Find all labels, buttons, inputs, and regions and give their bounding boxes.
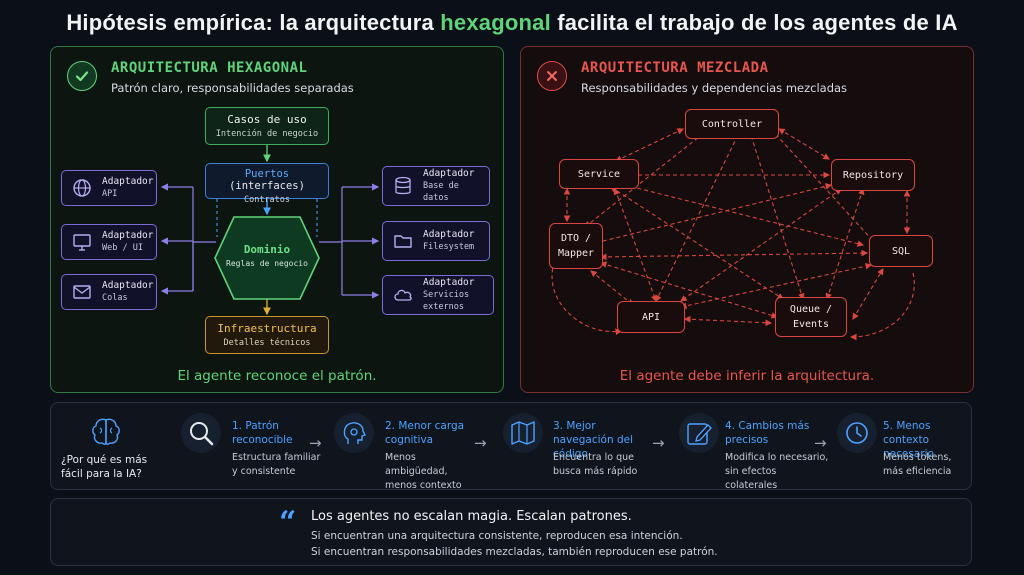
brain-icon (92, 418, 120, 445)
step-1-title: 1. Patrón reconocible (232, 420, 293, 446)
api-node: API (617, 301, 685, 333)
envelope-icon (73, 285, 91, 299)
step-4-title: 4. Cambios más precisos (725, 420, 810, 446)
step-3-desc: Encuentra lo que busca más rápido (553, 452, 638, 477)
database-icon (395, 176, 411, 195)
step-5-title: 5. Menos contexto necesario (883, 420, 934, 460)
quote-line-1: Si encuentran una arquitectura consisten… (311, 530, 683, 542)
step-2-desc: Menos ambigüedad, menos contexto (385, 452, 462, 491)
magnifier-icon (181, 413, 221, 453)
globe-icon (73, 179, 91, 197)
arrow-right-icon: → (309, 434, 322, 452)
step-5-desc: Menos tokens, más eficiencia (883, 452, 952, 477)
domain-hexagon (214, 216, 320, 300)
quote-line-2: Si encuentran responsabilidades mezclada… (311, 546, 718, 558)
mixed-dependency-arrows (551, 127, 915, 341)
use-cases-box: Casos de uso Intención de negocio (205, 107, 329, 145)
quote-headline: Los agentes no escalan magia. Escalan pa… (311, 509, 632, 524)
sql-node: SQL (869, 235, 933, 267)
why-section: ¿Por qué es más fácil para la IA? 1. Pat… (50, 402, 972, 491)
hexagonal-subtitle: Patrón claro, responsabilidades separada… (111, 81, 354, 95)
folder-icon (394, 235, 412, 248)
queue-events-node: Queue /Events (775, 297, 847, 337)
mixed-heading: ARQUITECTURA MEZCLADA (581, 60, 769, 76)
step-2-title: 2. Menor carga cognitiva (385, 420, 465, 446)
ports-box: Puertos (interfaces) Contratos (205, 163, 329, 205)
why-question: ¿Por qué es más fácil para la IA? (61, 454, 148, 480)
close-icon (537, 61, 567, 91)
quote-icon: “ (279, 505, 297, 540)
mixed-panel: ARQUITECTURA MEZCLADA Responsabilidades … (520, 46, 974, 393)
step-4-desc: Modifica lo necesario, sin efectos colat… (725, 452, 829, 491)
head-gear-icon (334, 413, 374, 453)
service-node: Service (559, 159, 639, 189)
repository-node: Repository (831, 159, 915, 191)
hexagonal-heading: ARQUITECTURA HEXAGONAL (111, 60, 308, 76)
title-highlight: hexagonal (440, 10, 551, 35)
step-1-desc: Estructura familiar y consistente (232, 452, 321, 477)
edit-icon (679, 413, 719, 453)
quote-section: “ Los agentes no escalan magia. Escalan … (50, 498, 972, 566)
page-title: Hipótesis empírica: la arquitectura hexa… (66, 10, 958, 35)
mixed-subtitle: Responsabilidades y dependencias mezclad… (581, 81, 848, 95)
check-icon (67, 61, 97, 91)
cloud-icon (394, 289, 412, 301)
monitor-icon (73, 234, 91, 251)
hexagonal-footer: El agente reconoce el patrón. (177, 368, 377, 384)
arrow-right-icon: → (474, 434, 487, 452)
arrow-right-icon: → (814, 434, 827, 452)
hexagonal-connectors (160, 145, 380, 316)
step-3-title: 3. Mejor navegación del código (553, 420, 634, 460)
controller-node: Controller (685, 109, 779, 139)
arrow-right-icon: → (652, 434, 665, 452)
hexagonal-panel: ARQUITECTURA HEXAGONAL Patrón claro, res… (50, 46, 504, 393)
domain-label: Dominio Reglas de negocio (226, 243, 308, 268)
map-icon (503, 413, 543, 453)
clock-icon (837, 413, 877, 453)
infra-box: Infraestructura Detalles técnicos (205, 316, 329, 354)
mixed-footer: El agente debe inferir la arquitectura. (619, 368, 875, 384)
dto-mapper-node: DTO /Mapper (549, 223, 603, 269)
